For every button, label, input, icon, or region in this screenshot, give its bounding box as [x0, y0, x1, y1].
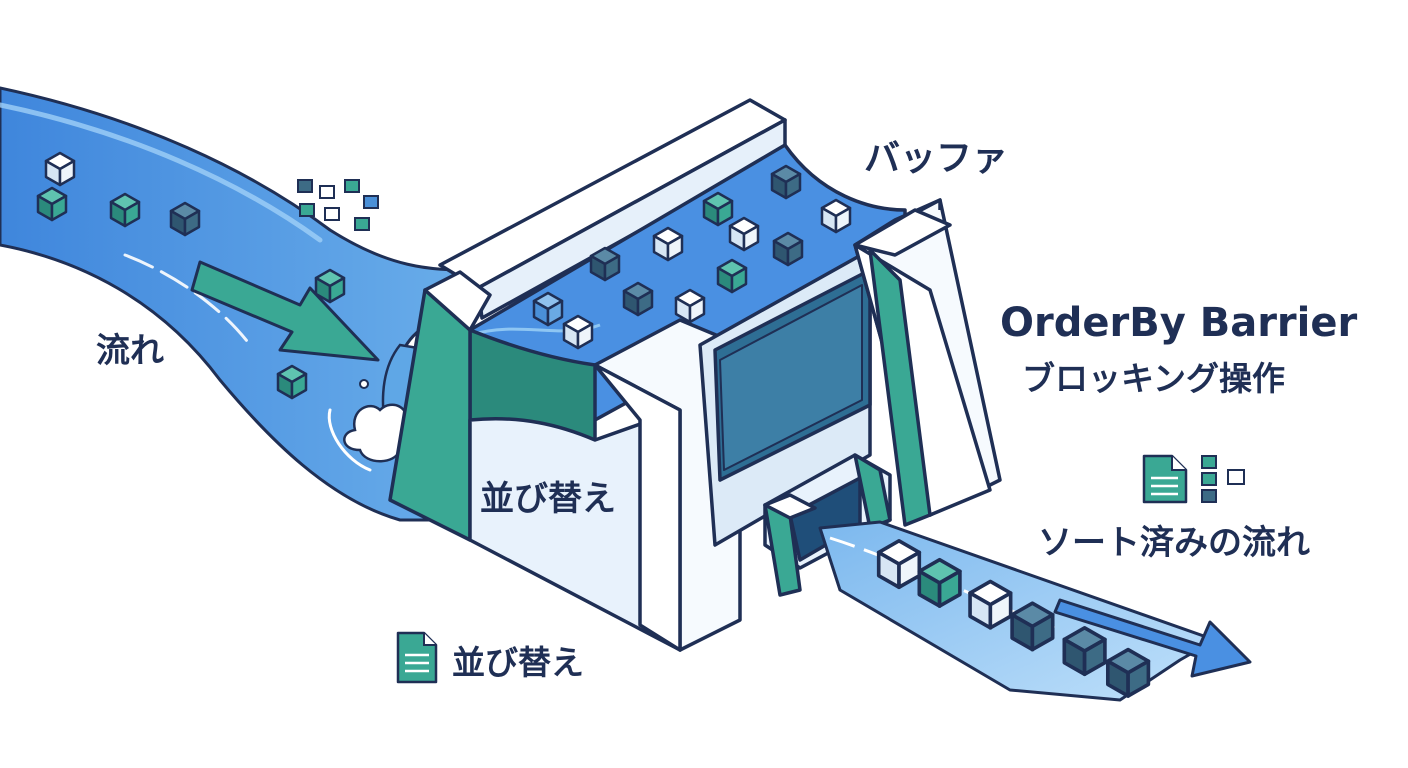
cube-icon: [917, 557, 962, 608]
dam-face-label: 並び替え: [480, 479, 616, 519]
cube-icon: [652, 226, 684, 262]
document-icon: [1142, 454, 1188, 504]
cube-icon: [772, 231, 804, 267]
barrier-subtitle: ブロッキング操作: [1022, 359, 1285, 398]
cube-icon: [716, 258, 748, 294]
cube-icon: [532, 291, 564, 327]
cube-icon: [1010, 601, 1055, 652]
sort-label: 並び替え: [452, 643, 584, 682]
buffer-label: バッファ: [864, 138, 1008, 179]
cube-icon: [44, 151, 76, 187]
cube-icon: [36, 186, 68, 222]
flow-label: 流れ: [96, 331, 164, 371]
cube-icon: [876, 539, 922, 590]
dam: [388, 98, 1002, 652]
flow-arrow-icon: [190, 260, 380, 362]
sorted-flow-label: ソート済みの流れ: [1038, 523, 1310, 563]
sorted-flow-arrow-icon: [1053, 598, 1252, 678]
cube-icon: [820, 198, 852, 234]
grid-icon: [1201, 455, 1245, 503]
cube-icon: [702, 191, 734, 227]
cube-icon: [968, 579, 1013, 630]
cube-icon: [589, 246, 621, 282]
cube-icon: [109, 192, 141, 228]
cube-icon: [622, 281, 654, 317]
cube-icon: [562, 314, 594, 350]
cube-icon: [770, 164, 802, 200]
cube-icon: [169, 201, 201, 237]
cube-icon: [728, 216, 760, 252]
cube-icon: [1062, 626, 1107, 677]
cube-icon: [314, 268, 346, 304]
document-icon: [396, 631, 438, 684]
cube-icon: [1105, 647, 1151, 698]
grid-icon: [297, 179, 379, 231]
cube-icon: [674, 288, 706, 324]
barrier-title: OrderBy Barrier: [1000, 300, 1357, 346]
cube-icon: [276, 364, 308, 400]
